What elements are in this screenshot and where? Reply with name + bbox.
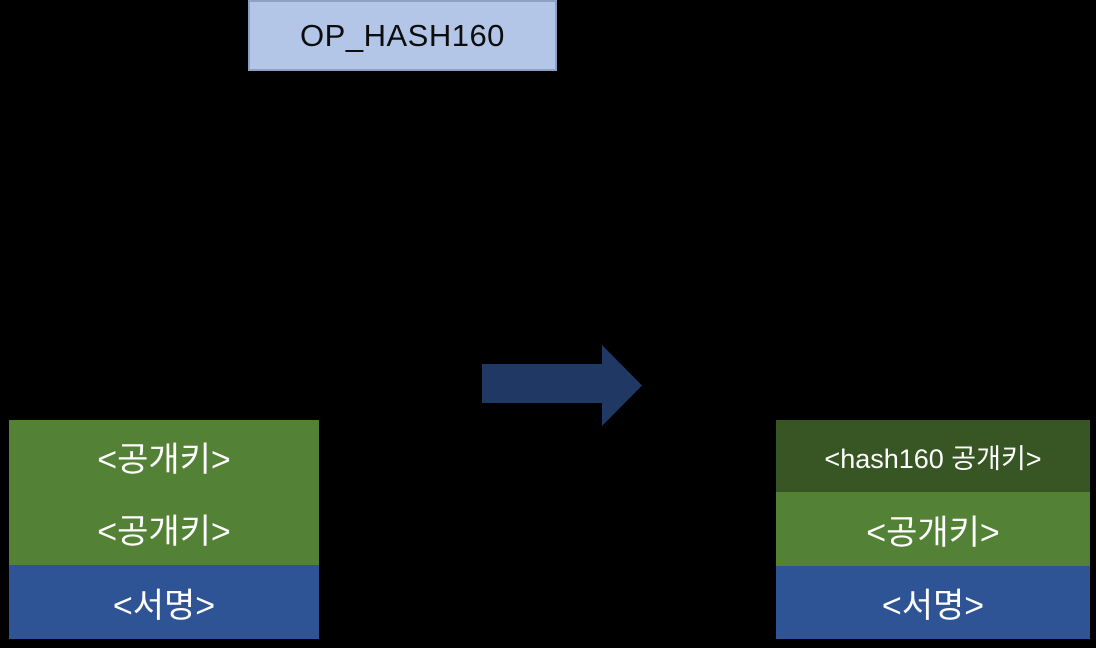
public-key-label: <공개키> [97,513,231,551]
signature-cell: <서명> [9,565,319,639]
signature-label: <서명> [881,587,985,625]
input-script-stack: <공개키> <공개키> <서명> [9,420,319,639]
public-key-label: <공개키> [866,513,1000,552]
public-key-cell: <공개키> [776,492,1090,566]
opcode-label: OP_HASH160 [300,17,505,53]
hashed-public-key-cell: <hash160 공개키> [776,420,1090,492]
output-script-stack: <hash160 공개키> <공개키> <서명> [776,420,1090,639]
right-arrow-icon [482,345,642,426]
opcode-box: OP_HASH160 [248,0,557,71]
signature-cell: <서명> [776,566,1090,639]
public-key-cell: <공개키> [9,420,319,492]
signature-label: <서명> [112,586,216,625]
public-key-cell: <공개키> [9,492,319,565]
hashed-public-key-label: <hash160 공개키> [824,443,1042,474]
public-key-label: <공개키> [97,440,231,479]
